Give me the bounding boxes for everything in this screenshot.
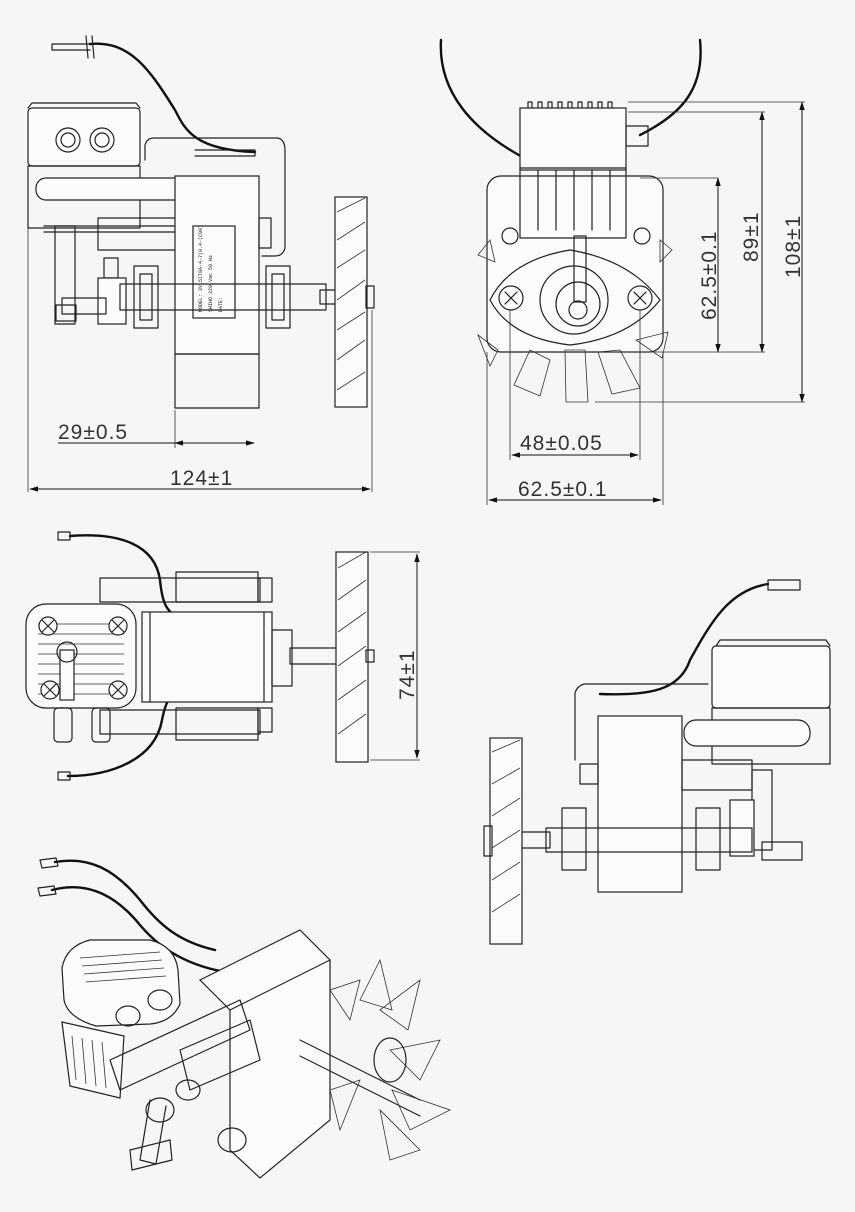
dim-front-offset: 29±0.5 <box>58 421 128 444</box>
front-view: MODEL: 3V 51T0A-4-7(0.4-(C00) SHIHO 220 … <box>27 35 375 492</box>
dim-side-height-89: 89±1 <box>740 211 763 262</box>
rear-motor <box>597 715 683 893</box>
nameplate <box>192 225 236 319</box>
dim-front-length: 124±1 <box>170 467 233 490</box>
top-view: 74±1 <box>25 531 420 781</box>
dim-top-fan-diameter: 74±1 <box>396 649 419 700</box>
nameplate-line3: DATE: <box>218 297 224 312</box>
top-fan <box>335 551 369 763</box>
iso-motor <box>198 929 331 1179</box>
rear-view <box>483 579 831 945</box>
rear-view-wire <box>598 582 770 696</box>
motor-stator <box>174 175 260 355</box>
iso-pump-head <box>61 939 181 1027</box>
nameplate-line1: MODEL: 3V 51T0A-4-7(0.4-(C00) <box>198 225 204 312</box>
pump-head <box>27 107 141 167</box>
side-pump-head <box>519 107 627 171</box>
side-view-wire-right <box>638 38 702 137</box>
front-view-wire <box>88 42 257 154</box>
rear-fan <box>489 737 523 945</box>
top-view-wire-upper <box>68 534 182 620</box>
top-motor <box>141 611 273 703</box>
dim-side-frame-width: 62.5±0.1 <box>518 478 608 501</box>
rear-pump-head <box>711 645 831 709</box>
iso-wire-1 <box>53 859 217 952</box>
dim-side-height-108: 108±1 <box>782 215 805 278</box>
side-view-wire-left <box>439 38 530 162</box>
fan-blades <box>334 196 368 408</box>
dim-side-screw-spacing: 48±0.05 <box>520 432 603 455</box>
side-view: 62.5±0.1 89±1 108±1 48±0.05 62.5±0.1 <box>439 38 805 505</box>
dim-side-shaft-height: 62.5±0.1 <box>698 230 721 320</box>
isometric-view <box>37 857 452 1179</box>
